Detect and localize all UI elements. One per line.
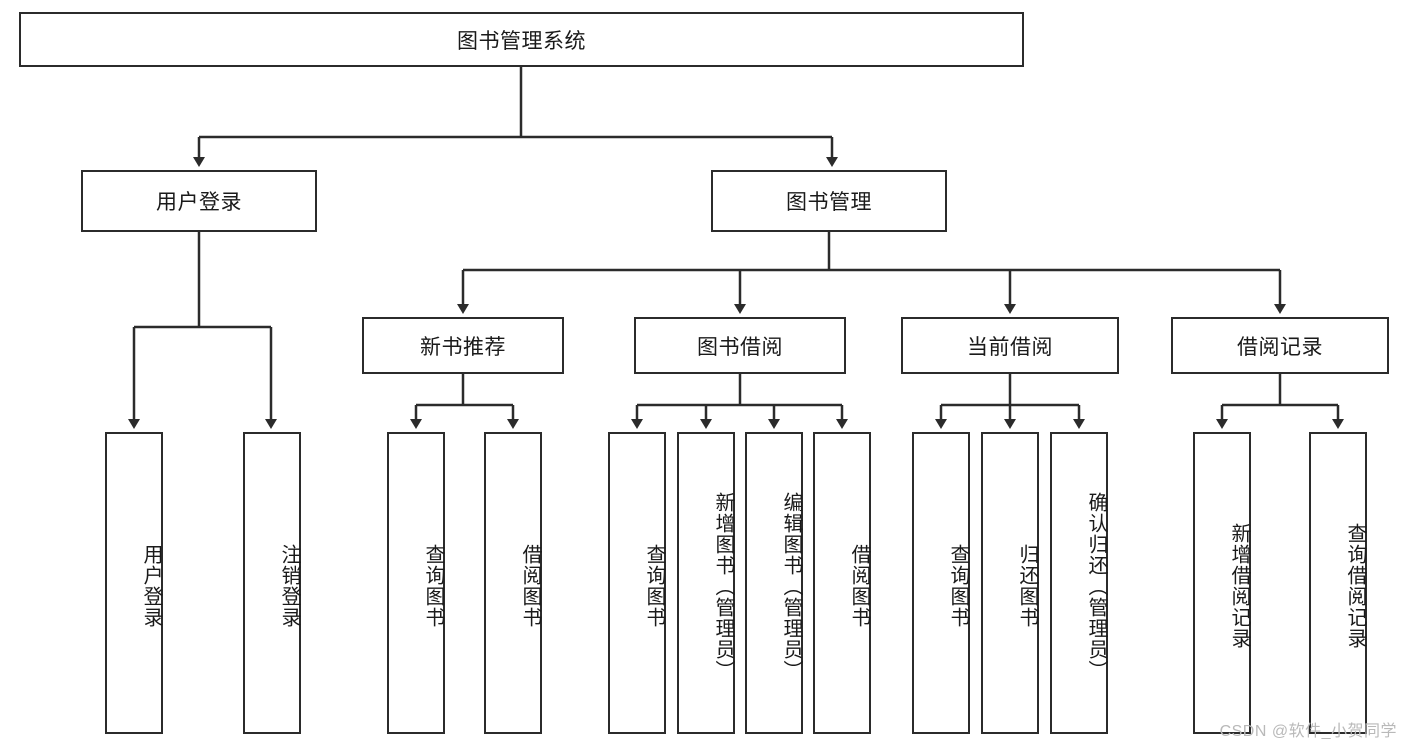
leaf-current-return-book[interactable]: 归还图书 <box>981 432 1039 734</box>
node-new-book-recommend[interactable]: 新书推荐 <box>362 317 564 374</box>
leaf-recommend-query-book[interactable]: 查询图书 <box>387 432 445 734</box>
node-user-login[interactable]: 用户登录 <box>81 170 317 232</box>
leaf-user-login-login[interactable]: 用户登录 <box>105 432 163 734</box>
leaf-borrow-edit-book-admin[interactable]: 编辑图书（管理员） <box>745 432 803 734</box>
node-label: 借阅记录 <box>1237 335 1323 359</box>
node-label: 用户登录 <box>156 191 242 214</box>
node-label: 确认归还（管理员） <box>1085 491 1107 681</box>
leaf-borrow-add-book-admin[interactable]: 新增图书（管理员） <box>677 432 735 734</box>
node-book-borrow[interactable]: 图书借阅 <box>634 317 846 374</box>
node-label: 查询图书 <box>947 544 969 628</box>
node-label: 查询图书 <box>643 544 665 628</box>
node-label: 借阅图书 <box>519 544 541 628</box>
node-label: 当前借阅 <box>967 335 1053 359</box>
node-label: 借阅图书 <box>848 544 870 628</box>
node-label: 图书借阅 <box>697 335 783 359</box>
node-borrow-records[interactable]: 借阅记录 <box>1171 317 1389 374</box>
node-label: 查询借阅记录 <box>1344 523 1366 649</box>
node-label: 图书管理系统 <box>457 29 586 53</box>
node-root-book-management-system[interactable]: 图书管理系统 <box>19 12 1024 67</box>
leaf-records-query-record[interactable]: 查询借阅记录 <box>1309 432 1367 734</box>
leaf-recommend-borrow-book[interactable]: 借阅图书 <box>484 432 542 734</box>
node-label: 图书管理 <box>786 191 872 214</box>
leaf-current-query-book[interactable]: 查询图书 <box>912 432 970 734</box>
node-label: 新书推荐 <box>420 335 506 359</box>
leaf-borrow-query-book[interactable]: 查询图书 <box>608 432 666 734</box>
node-current-borrow[interactable]: 当前借阅 <box>901 317 1119 374</box>
leaf-records-add-record[interactable]: 新增借阅记录 <box>1193 432 1251 734</box>
node-label: 新增借阅记录 <box>1228 523 1250 649</box>
node-label: 注销登录 <box>278 544 300 628</box>
node-label: 编辑图书（管理员） <box>780 491 802 681</box>
csdn-watermark: CSDN @软件_小贺同学 <box>1219 723 1397 740</box>
node-label: 新增图书（管理员） <box>712 491 734 681</box>
leaf-user-login-logout[interactable]: 注销登录 <box>243 432 301 734</box>
node-label: 查询图书 <box>422 544 444 628</box>
leaf-current-confirm-return-admin[interactable]: 确认归还（管理员） <box>1050 432 1108 734</box>
leaf-borrow-borrow-book[interactable]: 借阅图书 <box>813 432 871 734</box>
node-label: 归还图书 <box>1016 544 1038 628</box>
node-book-management[interactable]: 图书管理 <box>711 170 947 232</box>
node-label: 用户登录 <box>140 544 162 628</box>
